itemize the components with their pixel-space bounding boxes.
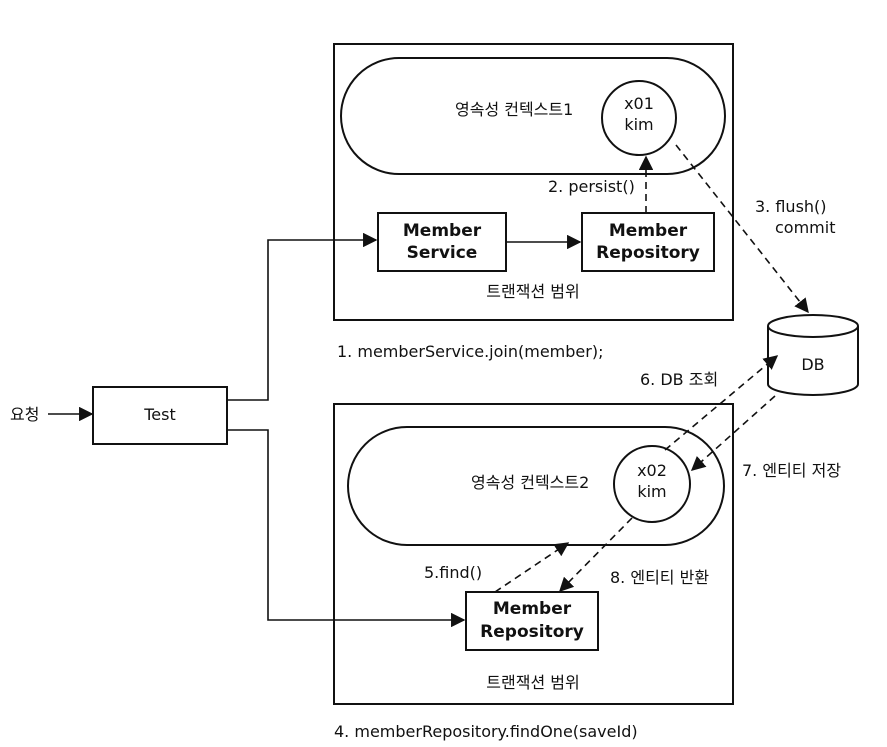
member-repository-2-line2: Repository <box>480 622 584 642</box>
return-label: 8. 엔티티 반환 <box>610 568 709 587</box>
entity-x02-id: x02 <box>637 461 667 480</box>
member-service-line1: Member <box>403 221 482 241</box>
db-query-label: 6. DB 조회 <box>640 370 718 389</box>
entity-x02-name: kim <box>637 482 666 501</box>
find-label: 5.find() <box>424 563 482 582</box>
transaction-scope-frame-1 <box>333 43 734 321</box>
test-to-service-arrow <box>227 232 378 401</box>
member-repository-1-line2: Repository <box>596 243 700 263</box>
top-caption: 1. memberService.join(member); <box>337 342 603 361</box>
transaction-scope-frame-2 <box>333 403 734 705</box>
request-label: 요청 <box>10 405 39 424</box>
test-label: Test <box>143 405 176 424</box>
entity-x02 <box>613 445 691 523</box>
db-query-arrow <box>664 355 779 451</box>
entity-x01-id: x01 <box>624 94 654 113</box>
find-arrow <box>494 542 570 593</box>
member-repository-1-line1: Member <box>609 221 688 241</box>
commit-label: commit <box>775 218 835 237</box>
test-box <box>92 386 228 445</box>
member-service-box <box>377 212 507 272</box>
member-repository-box-2 <box>465 591 599 651</box>
transaction-scope-2-label: 트랜잭션 범위 <box>486 673 579 692</box>
entity-x01-name: kim <box>624 115 653 134</box>
member-service-line2: Service <box>407 243 478 263</box>
transaction-scope-1-label: 트랜잭션 범위 <box>486 282 579 301</box>
entity-x01 <box>601 80 677 156</box>
db-label: DB <box>801 355 824 374</box>
test-to-repository-arrow <box>227 429 466 628</box>
db-cylinder <box>767 314 859 396</box>
persistence-context-1-label: 영속성 컨텍스트1 <box>455 100 573 119</box>
return-arrow <box>558 517 633 593</box>
entity-store-label: 7. 엔티티 저장 <box>742 461 841 480</box>
member-repository-box-1 <box>581 212 715 272</box>
flush-label: 3. flush() <box>755 197 827 216</box>
entity-store-arrow <box>690 395 776 471</box>
persistence-context-2-label: 영속성 컨텍스트2 <box>471 473 589 492</box>
member-repository-2-line1: Member <box>493 599 572 619</box>
bottom-caption: 4. memberRepository.findOne(saveId) <box>334 722 638 741</box>
persist-label: 2. persist() <box>548 177 635 196</box>
